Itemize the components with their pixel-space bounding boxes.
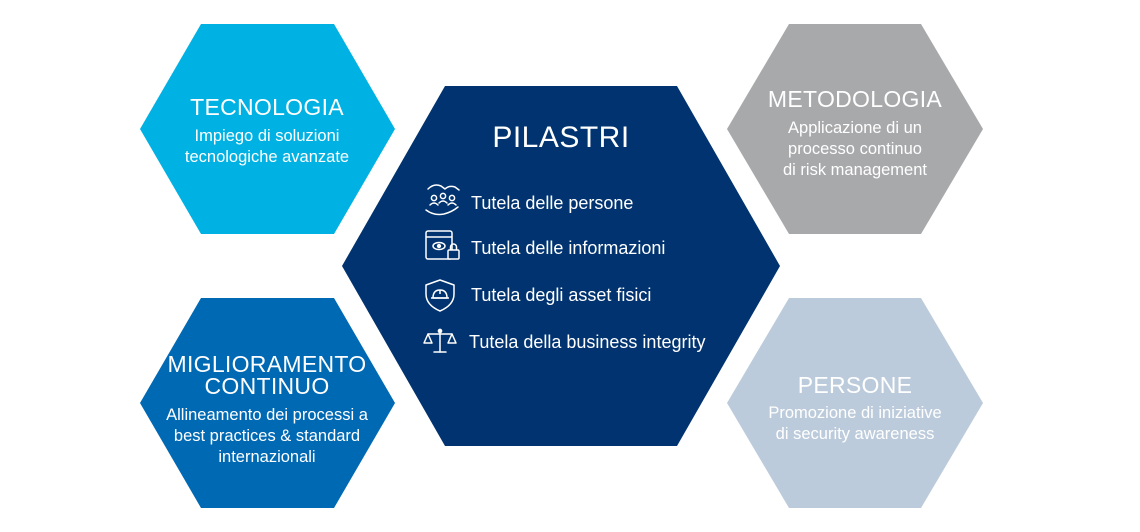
pilastri-item-persone: Tutela delle persone: [425, 184, 633, 216]
hexagon-miglioramento-continuo: MIGLIORAMENTO CONTINUO Allineamento dei …: [140, 298, 395, 508]
persone-title: PERSONE: [798, 372, 913, 398]
tecnologia-desc-line2: tecnologiche avanzate: [185, 148, 349, 166]
hexagon-metodologia-shape: [727, 24, 983, 234]
hexagon-pilastri-shape: [342, 86, 780, 446]
pilastri-title: PILASTRI: [492, 121, 629, 154]
pilastri-item-label: Tutela della business integrity: [469, 332, 705, 352]
pilastri-item-label: Tutela degli asset fisici: [471, 285, 651, 305]
hexagon-tecnologia: TECNOLOGIA Impiego di soluzioni tecnolog…: [140, 24, 395, 234]
pilastri-item-label: Tutela delle persone: [471, 193, 633, 213]
miglioramento-desc-line3: internazionali: [218, 448, 315, 466]
hexagon-persone: PERSONE Promozione di iniziative di secu…: [727, 298, 983, 508]
hexagon-persone-shape: [727, 298, 983, 508]
tecnologia-title: TECNOLOGIA: [190, 94, 344, 120]
metodologia-desc-line1: Applicazione di un: [788, 119, 922, 137]
metodologia-desc-line2: processo continuo: [788, 140, 922, 158]
hexagon-tecnologia-shape: [140, 24, 395, 234]
metodologia-title: METODOLOGIA: [768, 86, 942, 112]
people-hands-icon: [425, 184, 460, 216]
shield-helmet-icon: [425, 279, 455, 312]
miglioramento-desc-line1: Allineamento dei processi a: [166, 406, 369, 424]
hexagon-metodologia: METODOLOGIA Applicazione di un processo …: [727, 24, 983, 234]
tecnologia-desc-line1: Impiego di soluzioni: [195, 127, 340, 145]
miglioramento-desc-line2: best practices & standard: [174, 427, 360, 445]
miglioramento-title-line2: CONTINUO: [204, 373, 329, 399]
scales-icon: [423, 328, 457, 353]
pilastri-item-informazioni: Tutela delle informazioni: [425, 230, 665, 260]
metodologia-desc-line3: di risk management: [783, 161, 927, 179]
hexagon-pilastri: PILASTRI Tutela delle persone: [342, 86, 780, 446]
pilastri-item-label: Tutela delle informazioni: [471, 238, 665, 258]
pilastri-item-business-integrity: Tutela della business integrity: [423, 328, 705, 353]
document-lock-icon: [425, 230, 460, 260]
miglioramento-title-line1: MIGLIORAMENTO: [168, 351, 367, 377]
pilastri-item-asset-fisici: Tutela degli asset fisici: [425, 279, 651, 312]
hexagon-miglioramento-shape: [140, 298, 395, 508]
persone-desc-line2: di security awareness: [776, 425, 935, 443]
persone-desc-line1: Promozione di iniziative: [768, 404, 941, 422]
